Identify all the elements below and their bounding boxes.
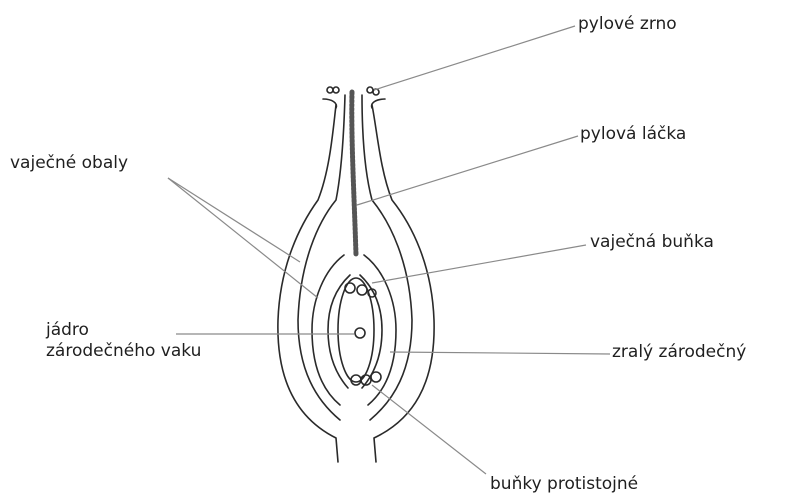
label-mature-embryo-sac: zralý zárodečný	[612, 342, 746, 363]
label-pollen-grain: pylové zrno	[578, 14, 677, 35]
pollen-grain-4	[333, 87, 339, 93]
label-antipodal-cells: buňky protistojné	[490, 474, 638, 495]
leader-pollen-tube	[357, 136, 578, 205]
label-embryo-sac-nucleus: jádro zárodečného vaku	[46, 320, 201, 362]
style-left-wall	[323, 99, 336, 108]
label-pollen-tube: pylová láčka	[580, 124, 686, 145]
leader-mature-sac	[390, 352, 610, 354]
inner-integument-left	[298, 95, 345, 420]
label-integuments: vaječné obaly	[10, 153, 128, 174]
sac-inner-right	[360, 275, 382, 388]
label-egg-cell: vaječná buňka	[590, 232, 714, 253]
pollen-tube	[352, 92, 356, 255]
egg-cell-circle	[345, 283, 355, 293]
egg-cell-circle-2	[357, 285, 367, 295]
pollen-grain	[367, 87, 373, 93]
leader-integuments-1	[168, 178, 300, 262]
style-right-wall	[372, 99, 385, 108]
leader-pollen-grain	[374, 26, 575, 90]
pollen-grain-3	[327, 87, 333, 93]
nucellus-right	[364, 255, 396, 405]
central-nucleus	[355, 328, 365, 338]
antipodal-cell-1	[351, 375, 361, 385]
label-nucleus-line1: jádro	[46, 320, 201, 341]
inner-integument-right	[362, 95, 412, 420]
antipodal-cell-3	[371, 372, 381, 382]
label-nucleus-line2: zárodečného vaku	[46, 341, 201, 362]
